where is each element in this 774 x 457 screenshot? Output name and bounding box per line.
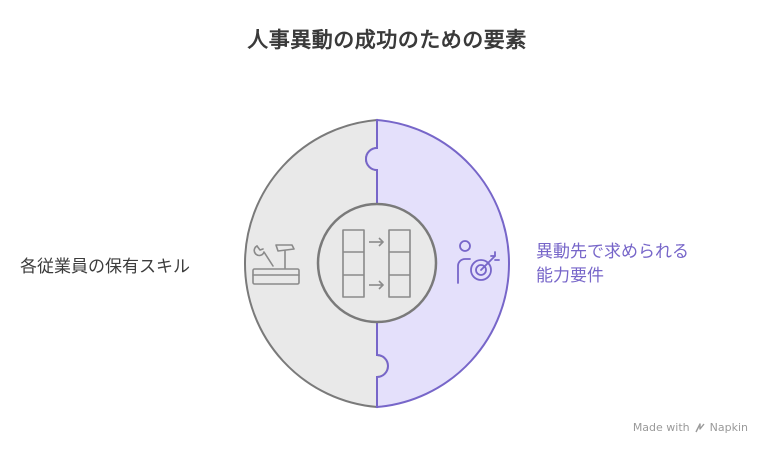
diagram-title: 人事異動の成功のための要素 (247, 28, 527, 52)
right-piece-label: 異動先で求められる 能力要件 (536, 240, 689, 288)
person-target-icon (457, 240, 500, 284)
napkin-logo-icon (695, 422, 705, 432)
right-piece-label-line1: 異動先で求められる (536, 242, 689, 262)
right-puzzle-piece (365, 118, 510, 409)
napkin-brand-text: Napkin (709, 421, 748, 434)
toolbox-icon (252, 244, 300, 285)
transfer-grid-icon (342, 229, 411, 298)
center-circle (316, 202, 438, 324)
made-with-text: Made with (632, 421, 690, 434)
right-piece-label-line2: 能力要件 (536, 266, 604, 286)
left-piece-label: 各従業員の保有スキル (20, 257, 190, 277)
napkin-watermark: Made with Napkin (633, 421, 748, 434)
